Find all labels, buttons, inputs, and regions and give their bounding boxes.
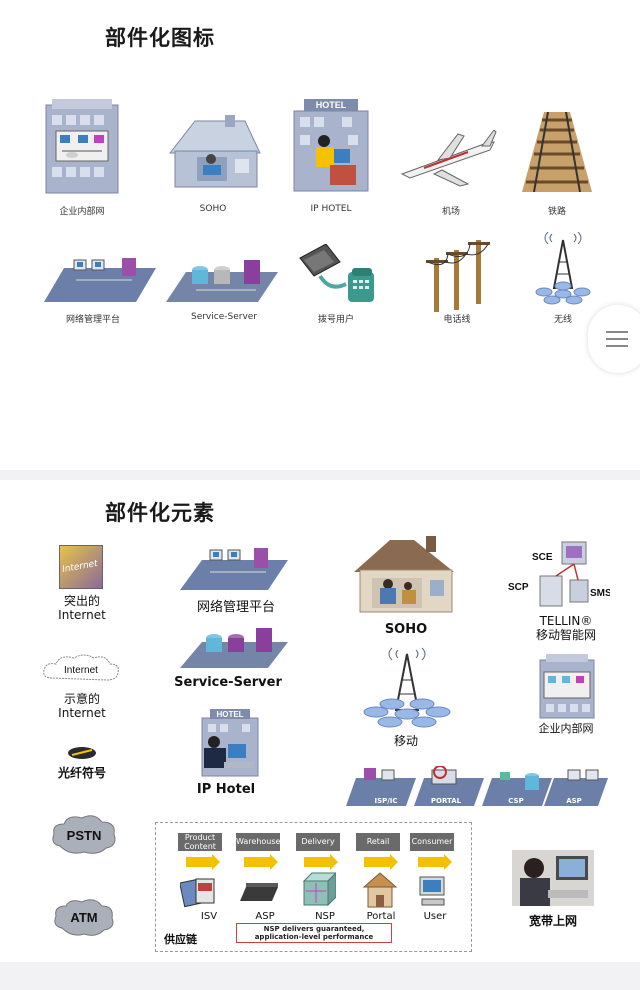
service-server-icon [166,260,278,302]
atm-text: ATM [70,910,97,925]
tellin-scp: SCP [508,582,529,593]
fiber-optic-icon [68,747,96,759]
row2-label: 拨号用户 [317,315,355,325]
internet-solid-label: 突出的 Internet [58,594,106,622]
row2-label: 无线 [553,315,573,325]
chain-arrow-icon [304,854,338,870]
soho-label: SOHO [384,622,428,637]
chain-caption: 供应链 [164,933,197,946]
row1-label: 机场 [441,207,461,217]
chain-header: Delivery [296,833,340,851]
chain-header: Consumer [410,833,454,851]
row2-label: 网络管理平台 [65,315,121,325]
intranet-label: 企业内部网 [538,722,594,735]
chain-arrow-icon [244,854,278,870]
bottom-bar [0,962,640,990]
mobile-tower-icon [363,647,451,728]
row1-label: 铁路 [547,207,567,217]
internet-badge-text: Internet [61,558,99,576]
supply-chain-panel: Product Content Application Warehouse De… [155,822,472,952]
network-management-platform-icon [180,548,288,590]
chain-label: NSP [315,911,335,922]
row1-label: 企业内部网 [59,207,105,217]
internet-badge: Internet [59,545,103,589]
internet-cloud-icon: Internet [43,654,119,681]
nsp-note: NSP delivers guaranteed, application-lev… [236,923,392,943]
tellin-sce: SCE [532,552,553,563]
section2-title: 部件化元素 [105,501,215,525]
portal-house-icon [362,872,398,908]
chain-label: Portal [366,911,396,922]
network-management-platform-icon [44,258,156,302]
chain-arrow-icon [186,854,220,870]
airplane-icon [400,130,497,187]
section-divider [0,470,640,480]
isv-books-icon [180,878,215,908]
hotel-sign: HOTEL [216,710,243,719]
intranet-building-icon [539,654,595,719]
intranet-building-icon [45,99,119,194]
asp-disk-icon [240,883,278,901]
internet-cloud-text: Internet [64,665,98,676]
row2-label: 电话线 [443,315,471,325]
nsp-cube-icon [302,872,336,907]
railway-icon [522,112,592,192]
telephone-line-icon [426,240,490,312]
nms-label: 网络管理平台 [196,600,276,615]
fiber-label: 光纤符号 [57,766,107,780]
menu-icon [606,338,628,340]
ip-hotel-icon: HOTEL [293,99,369,192]
service-server-icon [180,628,288,668]
tellin-sms: SMS [590,588,610,599]
side-menu-button[interactable] [588,305,640,373]
chain-label: ASP [255,911,275,922]
broadband-label: 宽带上网 [528,914,578,928]
pstn-text: PSTN [67,828,102,843]
soho-house-icon [168,115,261,188]
broadband-user-photo [512,850,594,906]
pstn-cloud-icon: PSTN [52,815,116,854]
soho-house-icon [354,536,454,613]
chain-header: Warehouse [236,833,280,851]
atm-cloud-icon: ATM [54,899,114,936]
user-computer-icon [419,876,445,906]
chain-header: Product Content Application [178,833,223,860]
menu-icon [606,345,628,347]
provider-label: ISP/IC [374,797,398,805]
chain-arrow-icon [364,854,398,870]
provider-label: ASP [566,797,582,805]
dial-up-user-icon [299,244,374,302]
hotel-sign: HOTEL [316,100,347,110]
chain-label: ISV [200,911,218,922]
tellin-label: TELLIN® 移动智能网 [535,614,597,642]
provider-label: CSP [508,797,524,805]
row1-label: IP HOTEL [310,204,352,214]
wireless-tower-icon [535,232,591,305]
chain-label: User [423,911,447,922]
menu-icon [606,331,628,333]
iphotel-label: IP Hotel [196,782,256,797]
row1-label: SOHO [199,204,227,214]
row2-label: Service-Server [190,312,258,322]
server-label: Service-Server [174,675,282,690]
providers-platform-row [346,766,608,806]
section1-title: 部件化图标 [105,26,215,50]
ip-hotel-icon: HOTEL [201,709,259,777]
chain-header: Retail [356,833,400,851]
chain-arrow-icon [418,854,452,870]
internet-cloud-label: 示意的 Internet [58,692,106,720]
tellin-network-icon: SCE SCP SMS [508,541,610,607]
mobile-label: 移动 [393,734,419,748]
provider-label: PORTAL [430,797,462,805]
